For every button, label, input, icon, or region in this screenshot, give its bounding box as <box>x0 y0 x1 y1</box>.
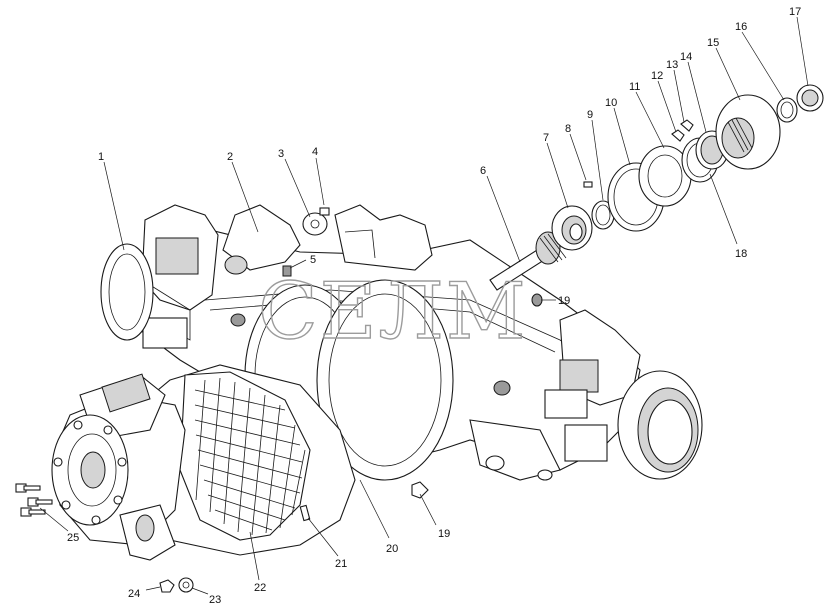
callout-21: 21 <box>335 558 347 570</box>
callout-14: 14 <box>680 51 692 63</box>
callout-12: 12 <box>651 70 663 82</box>
callout-25: 25 <box>67 532 79 544</box>
ring-16-nut-17 <box>776 84 824 123</box>
bolts-25 <box>15 483 53 517</box>
callout-17: 17 <box>789 6 801 18</box>
nut-washer-23-24 <box>159 577 194 593</box>
callout-18: 18 <box>735 248 747 260</box>
callout-10: 10 <box>605 97 617 109</box>
callout-9: 9 <box>587 109 593 121</box>
leader-lines <box>39 16 809 595</box>
callout-13: 13 <box>666 59 678 71</box>
callout-4: 4 <box>312 146 318 158</box>
ring-gear-hatch <box>194 377 306 536</box>
washer-bolt-set <box>282 207 330 277</box>
spring-seat-bracket <box>222 204 301 275</box>
hub-flange-11-18 <box>638 119 729 207</box>
callout-7: 7 <box>543 132 549 144</box>
callout-3: 3 <box>278 148 284 160</box>
watermark: СЕЛМ <box>258 267 528 357</box>
callout-22: 22 <box>254 582 266 594</box>
callout-5: 5 <box>310 254 316 266</box>
bearing-7 <box>551 205 593 251</box>
callout-1: 1 <box>98 151 104 163</box>
callout-19-lower: 19 <box>438 528 450 540</box>
callout-23: 23 <box>209 594 221 606</box>
callout-11: 11 <box>629 81 640 93</box>
callout-8: 8 <box>565 123 571 135</box>
callout-19-upper: 19 <box>558 295 570 307</box>
callout-2: 2 <box>227 151 233 163</box>
differential-carrier <box>51 364 356 561</box>
hub-cap-15 <box>715 94 781 170</box>
housing-flange-ring-20 <box>316 279 454 481</box>
axle-shaft <box>489 231 567 291</box>
callout-15: 15 <box>707 37 719 49</box>
axle-housing <box>100 204 703 481</box>
plug-19 <box>411 293 543 499</box>
callout-24: 24 <box>128 588 140 600</box>
callout-labels: 1 2 3 4 5 6 7 8 9 10 11 12 13 14 15 16 1… <box>67 6 801 606</box>
callout-20: 20 <box>386 543 398 555</box>
callout-6: 6 <box>480 165 486 177</box>
callout-16: 16 <box>735 21 747 33</box>
